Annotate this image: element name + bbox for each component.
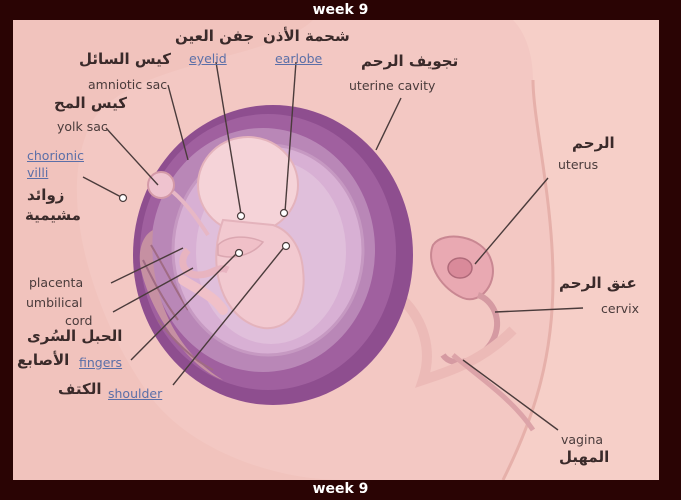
leader-lines	[82, 61, 584, 431]
leader-chorionic-villi	[82, 176, 124, 199]
dot-shoulder	[281, 241, 291, 251]
label-chorionic-villi-en-2[interactable]: villi	[27, 165, 49, 180]
label-uterus-ar: الرحم	[572, 134, 615, 152]
body-silhouette	[313, 20, 659, 480]
leader-fingers	[130, 251, 239, 361]
label-yolk-sac-en: yolk sac	[57, 119, 108, 134]
dot-fingers	[234, 248, 244, 258]
label-uterus-en: uterus	[558, 157, 599, 172]
label-amniotic-sac-en: amniotic sac	[88, 77, 168, 92]
embryo-limb	[217, 236, 265, 258]
leader-umbilical-cord	[112, 267, 194, 313]
leader-yolk-sac	[105, 127, 159, 186]
leader-earlobe	[284, 61, 297, 213]
leader-placenta	[110, 247, 184, 284]
embryo-leg	[178, 275, 228, 315]
label-eyelid-en[interactable]: eyelid	[189, 51, 227, 66]
label-cervix-en: cervix	[601, 301, 639, 316]
ovary	[447, 257, 473, 279]
cervix-shape	[440, 292, 500, 366]
label-vagina-en: vagina	[561, 432, 604, 447]
embryo-head	[197, 136, 299, 234]
leader-uterus	[474, 177, 549, 265]
label-umbilical-cord-en-2: cord	[65, 313, 93, 328]
label-shoulder-ar: الكتف	[58, 380, 102, 398]
leader-vagina	[462, 359, 559, 431]
label-amniotic-sac-ar: كيس السائل	[79, 50, 171, 68]
label-chorionic-villi-en-1[interactable]: chorionic	[27, 148, 84, 163]
label-uterine-cavity-ar: تجويف الرحم	[361, 52, 459, 70]
label-fingers-en[interactable]: fingers	[79, 355, 123, 370]
label-chorionic-villi-ar-2: مشيمية	[25, 206, 81, 224]
leader-uterine-cavity	[375, 97, 402, 151]
pelvis-bone	[399, 296, 517, 388]
dot-earlobe	[279, 208, 289, 218]
page-title-bottom: week 9	[312, 481, 369, 497]
label-placenta-en: placenta	[29, 275, 84, 290]
label-fingers-ar: الأصابع	[17, 351, 70, 369]
label-umbilical-cord-en-1: umbilical	[26, 295, 83, 310]
label-eyelid-ar: جفن العين	[175, 27, 255, 45]
leader-cervix	[494, 307, 584, 313]
placenta-region	[139, 230, 223, 380]
label-shoulder-en[interactable]: shoulder	[108, 386, 163, 401]
leader-shoulder	[172, 245, 286, 386]
yolk-stalk	[171, 190, 210, 237]
label-yolk-sac-ar: كيس المح	[54, 94, 127, 112]
belly-shadow	[13, 20, 343, 480]
label-vagina-ar: المهبل	[559, 448, 610, 466]
leader-amniotic-sac	[167, 84, 189, 161]
label-umbilical-cord-ar: الحبل السُرى	[27, 327, 123, 345]
page-title-top: week 9	[312, 2, 369, 18]
umbilical-cord-shape	[179, 247, 230, 279]
dot-eyelid	[236, 211, 246, 221]
label-cervix-ar: عنق الرحم	[559, 274, 637, 292]
dot-chorionic-villi	[118, 193, 128, 203]
leader-eyelid	[215, 61, 242, 215]
pregnancy-illustration	[13, 20, 659, 480]
diagram-frame: كيس السائل amniotic sac كيس المح yolk sa…	[13, 20, 659, 480]
vaginal-canal	[451, 353, 536, 432]
yolk-sac-shape	[147, 171, 175, 199]
label-uterine-cavity-en: uterine cavity	[349, 78, 436, 93]
label-earlobe-en[interactable]: earlobe	[275, 51, 323, 66]
leader-dots	[118, 193, 291, 258]
label-chorionic-villi-ar-1: زوائد	[27, 186, 65, 204]
label-earlobe-ar: شحمة الأذن	[263, 27, 350, 45]
